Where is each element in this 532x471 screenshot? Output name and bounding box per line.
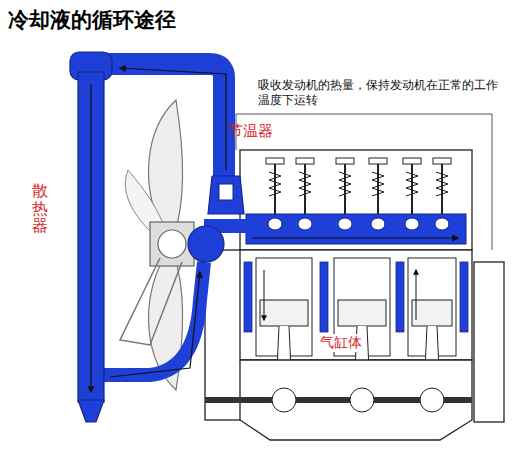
lower-hose <box>100 262 204 375</box>
valve-spring <box>406 172 418 196</box>
valve-stem <box>441 160 443 222</box>
piston <box>338 300 386 326</box>
radiator <box>70 52 112 422</box>
valve-spring <box>436 172 448 196</box>
piston <box>412 300 452 326</box>
piston <box>260 300 308 326</box>
flow-arrow <box>120 68 226 170</box>
radiator-core <box>78 72 104 402</box>
fan-hub <box>150 222 194 266</box>
valve-port <box>268 218 282 230</box>
valve-spring <box>372 172 384 196</box>
water-pump <box>188 226 224 262</box>
flow-arrow <box>90 84 91 392</box>
coolant-path <box>100 64 248 377</box>
rocker <box>369 158 387 164</box>
pulley <box>158 230 186 258</box>
upper-hose <box>100 64 224 178</box>
fan-belt <box>120 258 182 345</box>
rocker <box>296 158 314 164</box>
front-cover <box>205 250 241 420</box>
block-water-jacket <box>320 262 328 332</box>
crankcase <box>240 360 472 440</box>
rocker <box>403 158 421 164</box>
crank-web <box>272 388 296 412</box>
valve-port <box>435 218 449 230</box>
valve-spring <box>299 172 311 196</box>
flow-arrow <box>416 270 417 320</box>
block-water-jacket <box>244 262 252 332</box>
thermostat-label: 节温器 <box>228 122 273 141</box>
valve-port <box>298 218 312 230</box>
rocker <box>266 158 284 164</box>
diagram-title: 冷却液的循环途径 <box>8 6 176 34</box>
thermostat-housing <box>208 176 244 214</box>
engine <box>205 114 504 440</box>
valve-port <box>338 218 352 230</box>
thermostat <box>219 184 233 200</box>
radiator-bottom <box>78 400 104 422</box>
cylinder-head <box>240 150 472 250</box>
rocker <box>433 158 451 164</box>
valve-stem <box>304 160 306 222</box>
head-water-jacket <box>246 214 466 244</box>
valve-port <box>405 218 419 230</box>
flywheel <box>474 262 504 422</box>
crank-web <box>420 388 444 412</box>
radiator-label: 散热器 <box>32 182 48 235</box>
valve-stem <box>344 160 346 222</box>
crank-web <box>350 388 374 412</box>
note-text: 吸收发动机的热量，保持发动机在正常的工作温度下运转 <box>258 78 498 108</box>
flow-arrow <box>110 272 200 377</box>
cylinder-block-label: 气缸体 <box>318 334 364 352</box>
block-water-jacket <box>396 262 404 332</box>
valve-spring <box>269 172 281 196</box>
rocker <box>336 158 354 164</box>
valve-port <box>371 218 385 230</box>
block-water-jacket <box>460 262 468 332</box>
flow-arrow <box>252 237 458 238</box>
valve-stem <box>274 160 276 222</box>
outline-line <box>236 114 492 250</box>
valve-spring <box>339 172 351 196</box>
valve-stem <box>377 160 379 222</box>
flow-arrow <box>264 270 265 320</box>
valve-stem <box>411 160 413 222</box>
